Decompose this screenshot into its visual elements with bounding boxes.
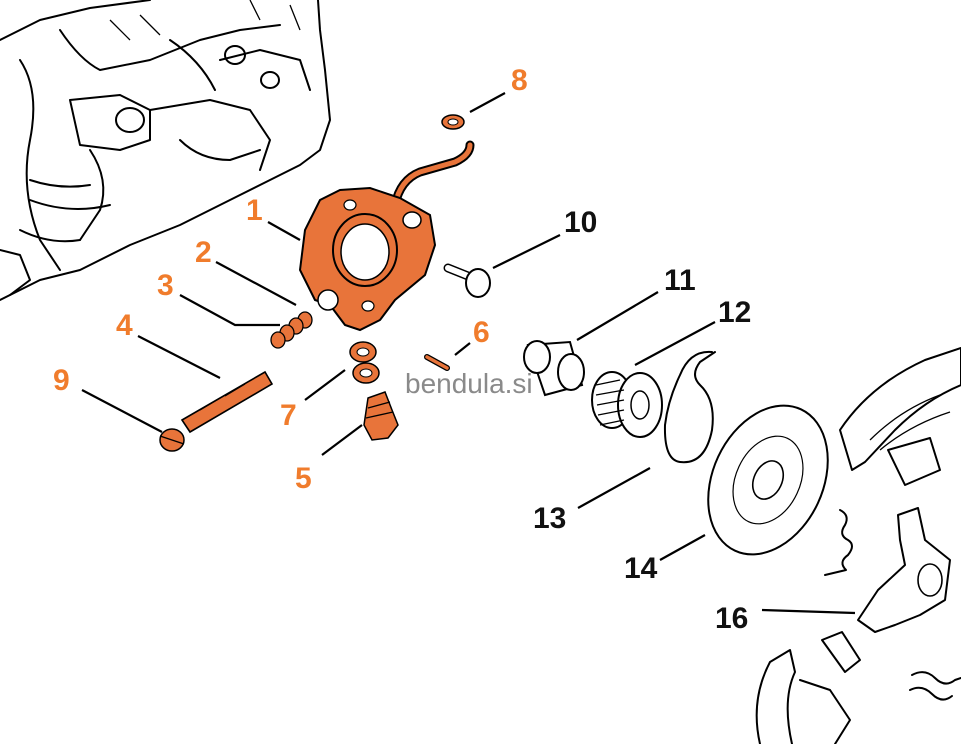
part-16-clutch-hub xyxy=(857,507,951,633)
part-2-3-rings xyxy=(270,311,313,349)
callout-8: 8 xyxy=(511,64,528,97)
callout-3: 3 xyxy=(157,269,174,302)
part-13-spring-clip xyxy=(663,350,716,464)
part-9-screw xyxy=(159,428,185,452)
callout-2: 2 xyxy=(195,236,212,269)
part-10-bolt xyxy=(443,263,491,298)
callout-9: 9 xyxy=(53,364,70,397)
leader-lines xyxy=(81,92,856,615)
clutch-springs xyxy=(824,509,961,701)
part-11-sleeve xyxy=(523,340,585,397)
part-6-pin xyxy=(424,354,450,371)
part-5-fitting xyxy=(363,391,399,441)
callout-16: 16 xyxy=(715,602,748,635)
callout-7: 7 xyxy=(280,399,297,432)
part-1-oil-pump-body xyxy=(298,140,475,332)
clutch-shoe-bottom xyxy=(755,631,861,744)
part-8-o-ring xyxy=(441,114,465,130)
part-14-disc xyxy=(707,404,829,556)
callout-12: 12 xyxy=(718,296,751,329)
part-7-washers xyxy=(349,341,380,384)
watermark-text: bendula.si xyxy=(405,368,533,399)
callout-4: 4 xyxy=(116,309,133,342)
part-12-worm-gear xyxy=(591,371,663,438)
part-4-piston-shaft xyxy=(180,370,274,434)
clutch-shoe-top xyxy=(839,347,961,486)
callout-6: 6 xyxy=(473,316,490,349)
callout-10: 10 xyxy=(564,206,597,239)
callout-11: 11 xyxy=(664,264,696,297)
callout-5: 5 xyxy=(295,462,312,495)
callout-13: 13 xyxy=(533,502,566,535)
callout-14: 14 xyxy=(624,552,658,585)
callout-labels: 1 2 3 4 5 6 7 8 9 10 11 12 13 14 16 xyxy=(53,64,751,635)
callout-1: 1 xyxy=(246,194,263,227)
engine-housing xyxy=(0,0,331,301)
